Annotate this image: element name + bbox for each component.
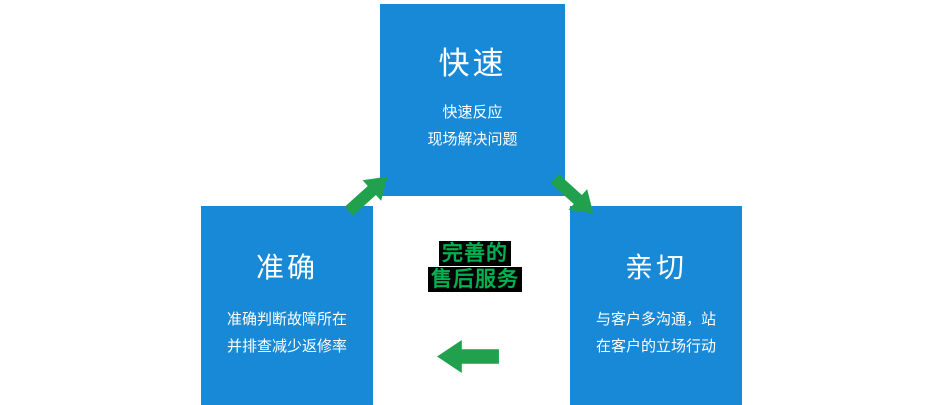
cycle-arrow-upper-left-icon (338, 165, 398, 224)
center-label-line1: 完善的 (439, 241, 511, 266)
feature-desc-line: 现场解决问题 (427, 130, 518, 148)
center-label-line2: 售后服务 (428, 267, 522, 292)
feature-desc-friendly: 与客户多沟通，站 在客户的立场行动 (570, 306, 742, 360)
feature-box-fast: 快速 快速反应 现场解决问题 (380, 4, 565, 196)
feature-box-accurate: 准确 准确判断故障所在 并排查减少返修率 (201, 206, 373, 405)
feature-desc-line: 快速反应 (442, 103, 503, 121)
feature-desc-fast: 快速反应 现场解决问题 (380, 99, 565, 153)
feature-desc-line: 在客户的立场行动 (595, 337, 716, 355)
feature-desc-line: 并排查减少返修率 (226, 337, 347, 355)
feature-desc-line: 准确判断故障所在 (226, 310, 347, 328)
feature-desc-line: 与客户多沟通，站 (595, 310, 716, 328)
cycle-arrow-upper-right-icon (544, 167, 604, 226)
feature-title-fast: 快速 (438, 46, 507, 82)
feature-desc-accurate: 准确判断故障所在 并排查减少返修率 (201, 306, 373, 360)
cycle-arrow-bottom-icon (436, 340, 500, 373)
center-label: 完善的 售后服务 (415, 241, 535, 293)
feature-box-friendly: 亲切 与客户多沟通，站 在客户的立场行动 (570, 206, 742, 405)
feature-title-friendly: 亲切 (624, 251, 687, 284)
feature-title-accurate: 准确 (255, 251, 318, 284)
